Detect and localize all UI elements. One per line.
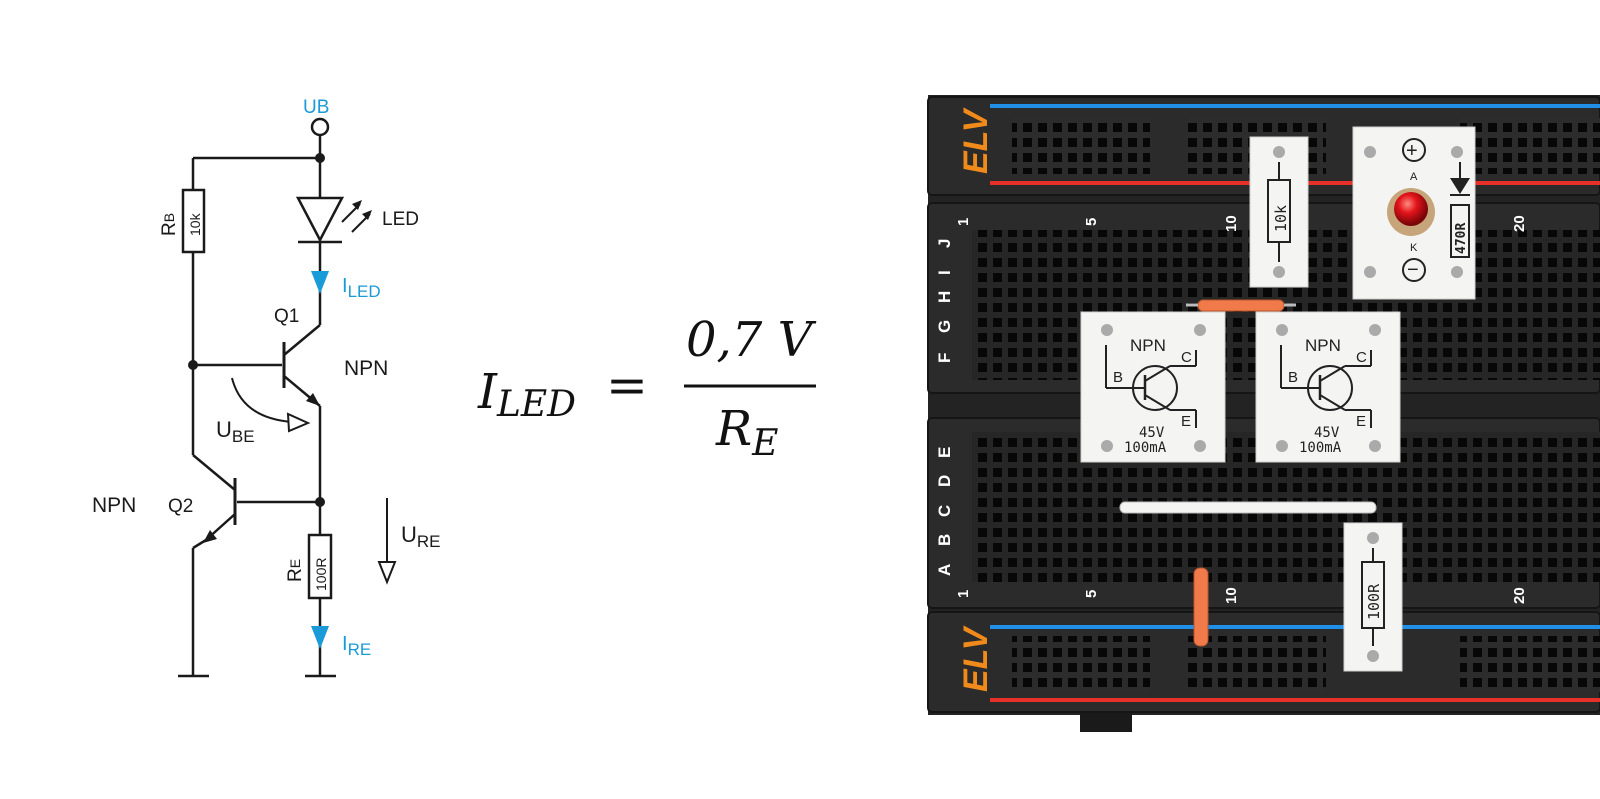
led-module-resistor-value: 470R (1454, 223, 1469, 254)
jumper-orange-vertical (1193, 567, 1209, 647)
svg-text:10: 10 (1223, 215, 1240, 232)
svg-text:G: G (935, 320, 954, 333)
transistor-module-2: NPN B C E 45V 100mA (1255, 311, 1401, 463)
resistor-module-100r: 100R (1343, 522, 1403, 672)
q1-label: Q1 (274, 306, 299, 327)
resistor-module-100r-value: 100R (1365, 583, 1383, 620)
q1-type-label: NPN (344, 357, 388, 380)
ure-arrowhead (377, 561, 397, 585)
jumper-orange-horizontal (1197, 299, 1285, 312)
column-numbers-top: 1 5 10 20 (955, 215, 1528, 232)
formula-lhs: ILED (477, 364, 576, 425)
ube-arc-arrow (231, 377, 293, 423)
breadboard-photo: ELV ELV J I H G F E D C B A (927, 95, 1600, 732)
re-label: RE (285, 559, 306, 582)
svg-text:20: 20 (1511, 215, 1528, 232)
circuit-schematic (178, 117, 397, 678)
supply-terminal (310, 117, 330, 137)
formula-equals: = (606, 356, 648, 414)
rb-value: 10k (187, 212, 203, 236)
logo-bottom: ELV (957, 624, 995, 692)
re-value: 100R (313, 558, 329, 591)
svg-text:D: D (935, 475, 954, 487)
transistor-2-pin-c: C (1356, 349, 1367, 366)
formula-denominator: RE (715, 401, 778, 464)
ube-arrowhead (286, 412, 311, 433)
q1-emitter-arrow (306, 393, 320, 406)
rb-label: RB (159, 213, 180, 236)
transistor-1-rating-v: 45V (1139, 425, 1165, 441)
led-module-cathode: K (1410, 242, 1418, 254)
transistor-2-rating-v: 45V (1314, 425, 1340, 441)
red-led (1394, 192, 1428, 226)
svg-text:10: 10 (1223, 587, 1240, 604)
jumper-white (1119, 501, 1377, 514)
q2-label: Q2 (168, 496, 193, 517)
svg-text:B: B (935, 534, 954, 546)
transistor-1-type: NPN (1130, 336, 1166, 355)
svg-text:I: I (935, 270, 954, 275)
svg-text:A: A (935, 564, 954, 576)
q2-collector (192, 454, 236, 491)
wire-q2-emitter-link (192, 538, 207, 550)
resistor-module-10k-value: 10k (1272, 205, 1290, 232)
transistor-1-rating-i: 100mA (1124, 440, 1167, 456)
led-module-anode: A (1410, 171, 1418, 183)
q2-emitter-arrow (203, 530, 217, 543)
transistor-2-type: NPN (1305, 336, 1341, 355)
svg-text:C: C (935, 505, 954, 517)
svg-text:1: 1 (955, 590, 972, 598)
led-symbol (295, 196, 345, 243)
row-letters-top: J I H G F (935, 239, 954, 363)
logo-top: ELV (957, 106, 995, 174)
resistor-module-10k: 10k (1249, 136, 1309, 288)
led-label: LED (382, 209, 419, 230)
ure-label: URE (401, 522, 441, 551)
svg-text:5: 5 (1083, 590, 1100, 598)
row-letters-bottom: E D C B A (935, 447, 954, 576)
ube-label: UBE (216, 417, 255, 446)
led-light-arrows (341, 200, 372, 233)
svg-text:F: F (935, 353, 954, 363)
transistor-2-rating-i: 100mA (1299, 440, 1342, 456)
svg-text:J: J (935, 239, 954, 248)
transistor-2-pin-e: E (1356, 413, 1366, 430)
supply-label: UB (303, 97, 329, 118)
svg-text:RE: RE (285, 559, 306, 582)
svg-text:E: E (935, 447, 954, 458)
formula-numerator: 0,7 V (686, 312, 817, 368)
transistor-module-1: NPN B C E 45V 100mA (1080, 311, 1226, 463)
formula: ILED = 0,7 V RE (477, 312, 817, 464)
led-module-plus: + (1406, 140, 1418, 162)
transistor-1-pin-e: E (1181, 413, 1191, 430)
transistor-1-pin-b: B (1113, 369, 1123, 386)
q1-collector (283, 324, 321, 356)
svg-text:RB: RB (159, 213, 180, 236)
column-numbers-bottom: 1 5 10 20 (955, 587, 1528, 604)
i-led-label: ILED (342, 275, 381, 301)
i-re-label: IRE (342, 633, 371, 659)
svg-text:1: 1 (955, 218, 972, 226)
i-led-arrow (311, 271, 329, 294)
svg-text:20: 20 (1511, 587, 1528, 604)
transistor-2-pin-b: B (1288, 369, 1298, 386)
transistor-1-pin-c: C (1181, 349, 1192, 366)
svg-text:5: 5 (1083, 218, 1100, 226)
led-module-minus: − (1407, 259, 1419, 281)
i-re-arrow (311, 626, 329, 649)
q2-type-label: NPN (92, 494, 136, 517)
svg-text:H: H (935, 291, 954, 303)
led-module: + − A K 470R (1352, 126, 1476, 300)
